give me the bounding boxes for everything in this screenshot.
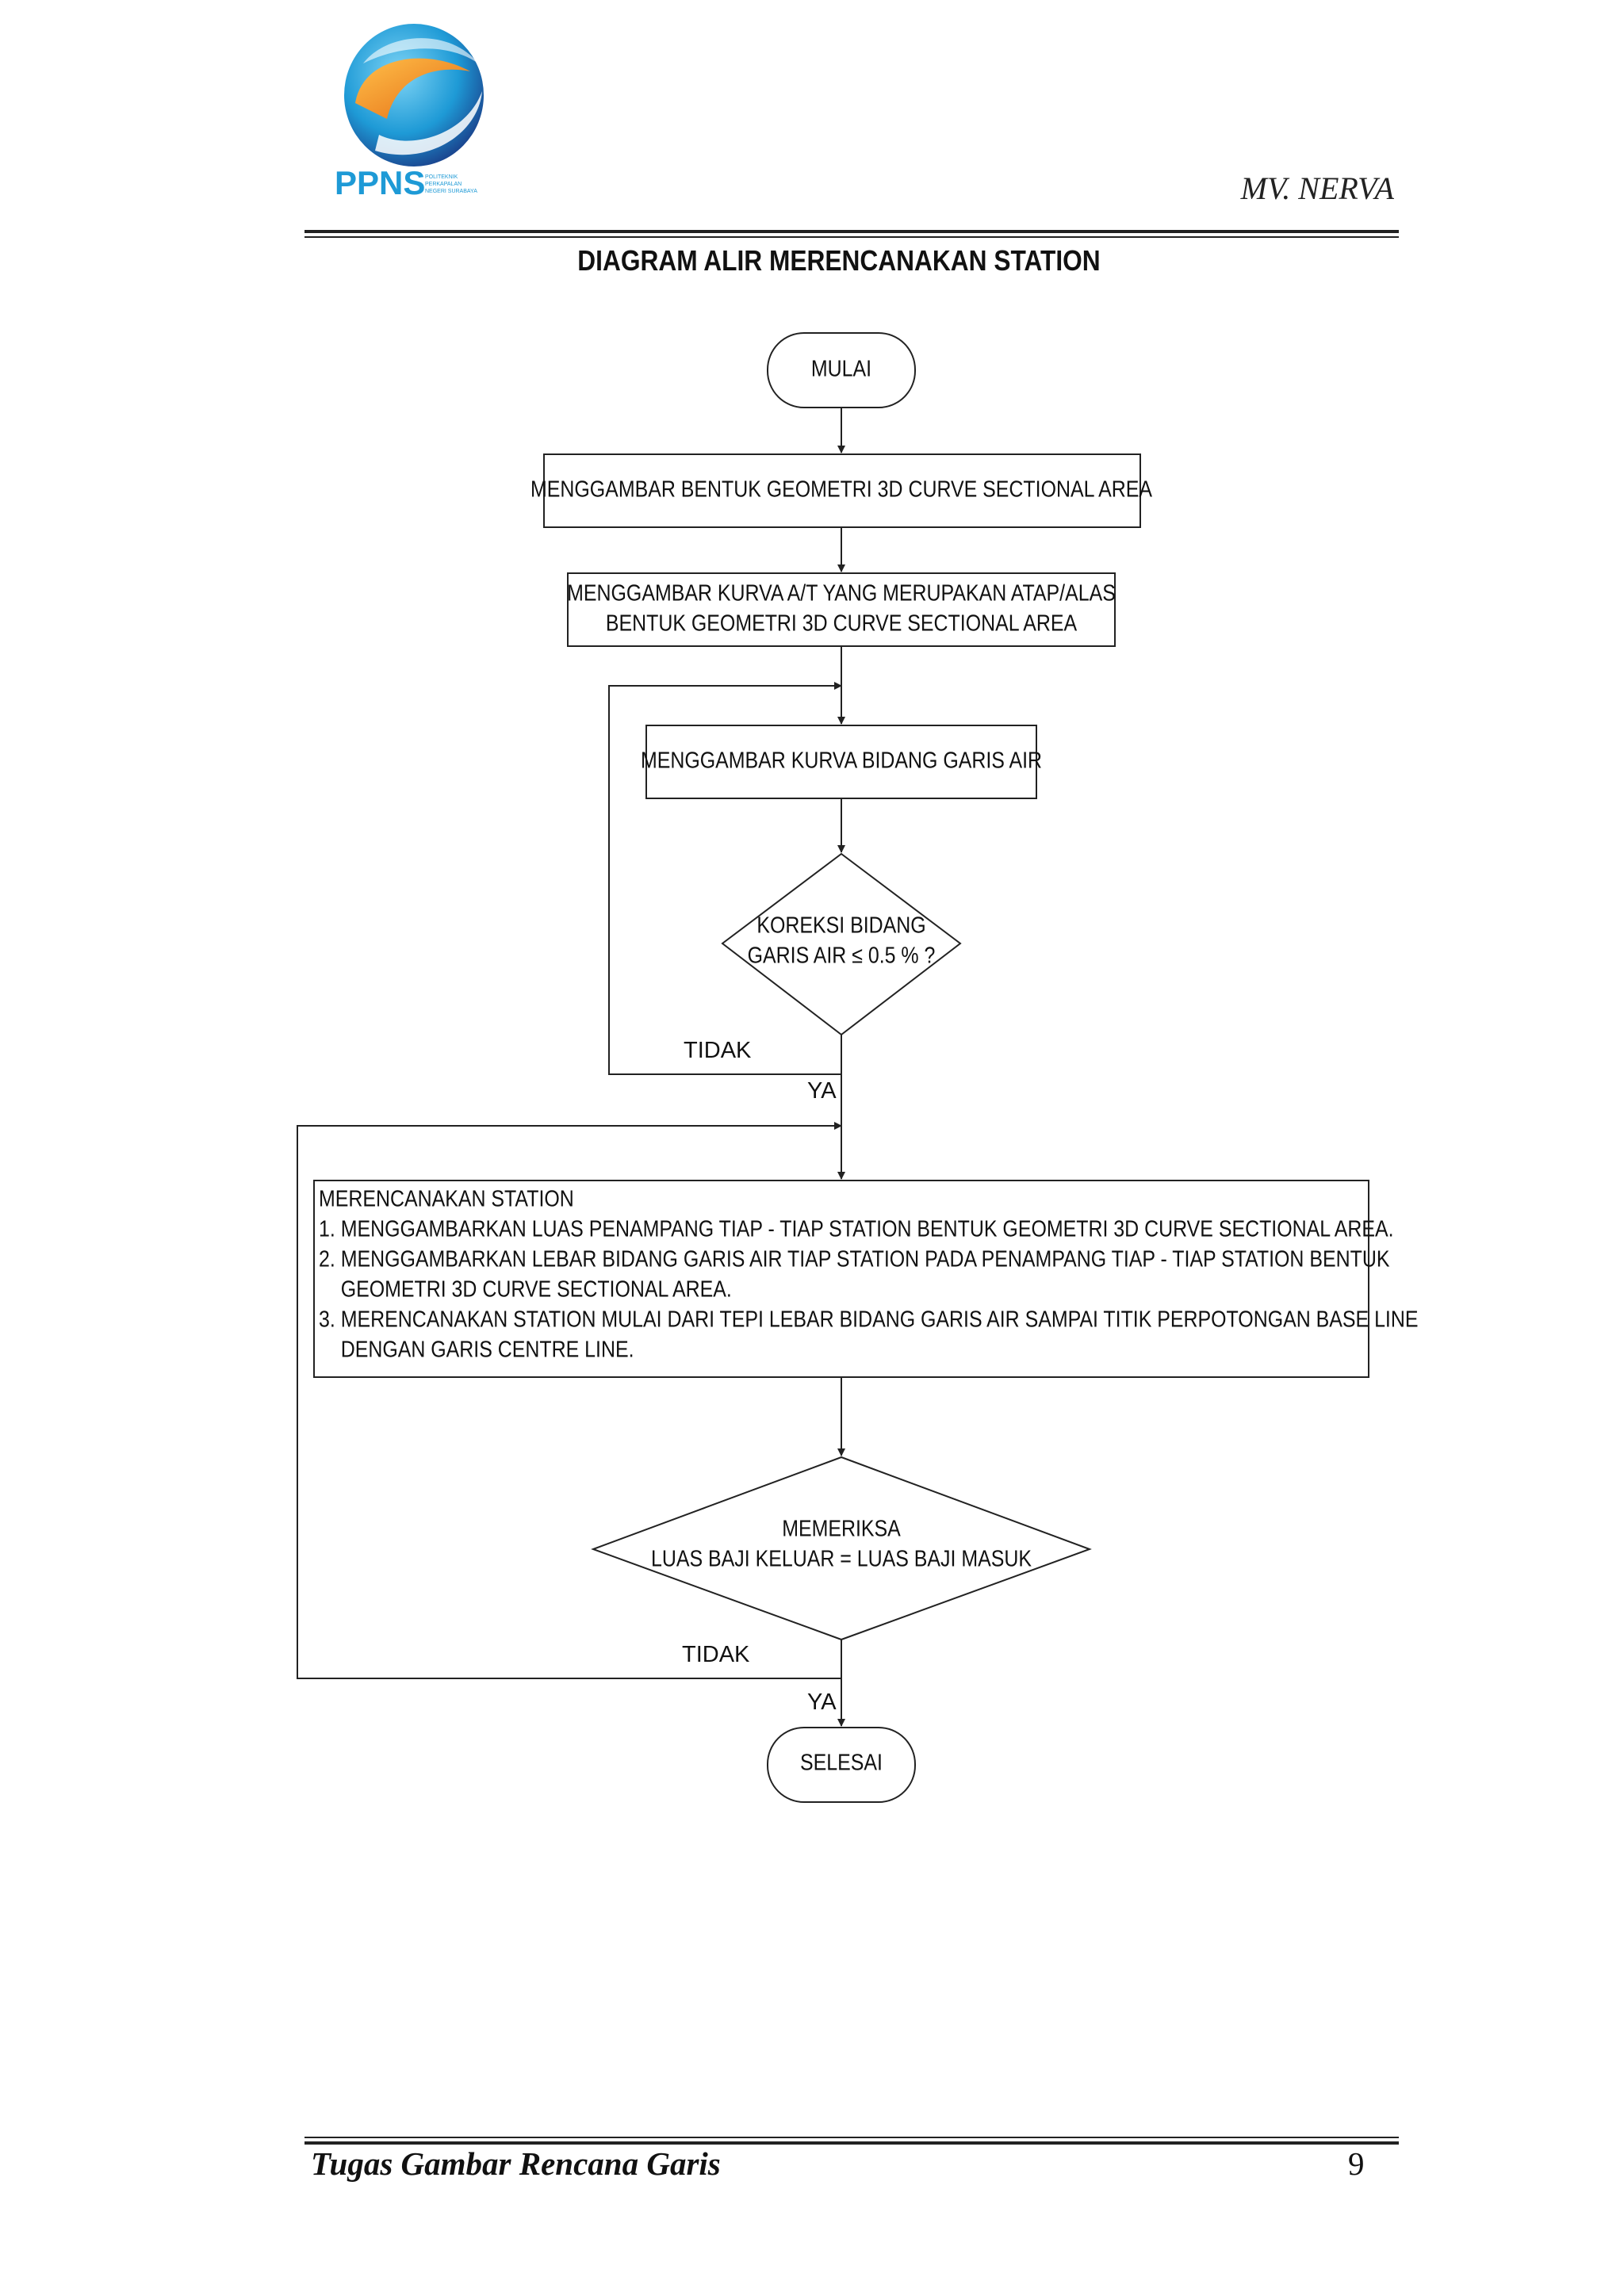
page-number: 9 <box>1348 2145 1365 2182</box>
header-rule-thick <box>304 230 1399 233</box>
document-title: DIAGRAM ALIR MERENCANAKAN STATION <box>577 244 1101 277</box>
edge-label-d2-yes: YA <box>807 1689 837 1715</box>
end-text-line-1: SELESAI <box>800 1750 883 1775</box>
edge-label-d1-yes: YA <box>807 1078 837 1104</box>
step4-text-line-6: DENGAN GARIS CENTRE LINE. <box>319 1337 634 1362</box>
step1-text-line-1: MENGGAMBAR BENTUK GEOMETRI 3D CURVE SECT… <box>530 476 1152 502</box>
footer-rule-thin <box>304 2137 1399 2138</box>
logo-text: PPNS <box>335 164 425 201</box>
logo-subtext-1: POLITEKNIK <box>425 174 458 180</box>
step2-box <box>567 572 1116 647</box>
step4-text-line-4: GEOMETRI 3D CURVE SECTIONAL AREA. <box>319 1276 732 1302</box>
decision2-text-line-1: MEMERIKSA <box>782 1516 901 1541</box>
decision1-text-line-1: KOREKSI BIDANG <box>756 913 925 938</box>
flowchart-text: MULAI MENGGAMBAR BENTUK GEOMETRI 3D CURVE… <box>319 356 1418 1775</box>
edge-decision1-no <box>608 682 842 1075</box>
edge-label-d2-no: TIDAK <box>682 1642 750 1667</box>
step3-text-line-1: MENGGAMBAR KURVA BIDANG GARIS AIR <box>641 748 1042 773</box>
step4-box <box>313 1180 1369 1378</box>
logo-subtext-3: NEGERI SURABAYA <box>425 189 477 194</box>
edge-decision2-no <box>297 1122 842 1679</box>
step4-text-line-2: 1. MENGGAMBARKAN LUAS PENAMPANG TIAP - T… <box>319 1216 1394 1242</box>
ppns-logo: PPNS POLITEKNIK PERKAPALAN NEGERI SURABA… <box>335 24 484 201</box>
logo-subtext-2: PERKAPALAN <box>425 182 462 187</box>
header-rule-thin <box>304 236 1399 238</box>
step4-text-line-5: 3. MERENCANAKAN STATION MULAI DARI TEPI … <box>319 1307 1418 1332</box>
end-terminal <box>767 1727 916 1803</box>
step2-text-line-2: BENTUK GEOMETRI 3D CURVE SECTIONAL AREA <box>606 610 1077 636</box>
footer-title: Tugas Gambar Rencana Garis <box>311 2145 721 2182</box>
start-text-line-1: MULAI <box>811 356 871 381</box>
step4-text-line-1: MERENCANAKAN STATION <box>319 1186 574 1211</box>
decision2-text-line-2: LUAS BAJI KELUAR = LUAS BAJI MASUK <box>651 1546 1032 1571</box>
step4-text-line-3: 2. MENGGAMBARKAN LEBAR BIDANG GARIS AIR … <box>319 1246 1389 1272</box>
header-title: MV. NERVA <box>1240 170 1394 206</box>
decision1-text-line-2: GARIS AIR ≤ 0.5 % ? <box>748 943 936 968</box>
edge-label-d1-no: TIDAK <box>684 1038 752 1063</box>
step2-text-line-1: MENGGAMBAR KURVA A/T YANG MERUPAKAN ATAP… <box>567 580 1116 606</box>
footer-rule-thick <box>304 2141 1399 2145</box>
